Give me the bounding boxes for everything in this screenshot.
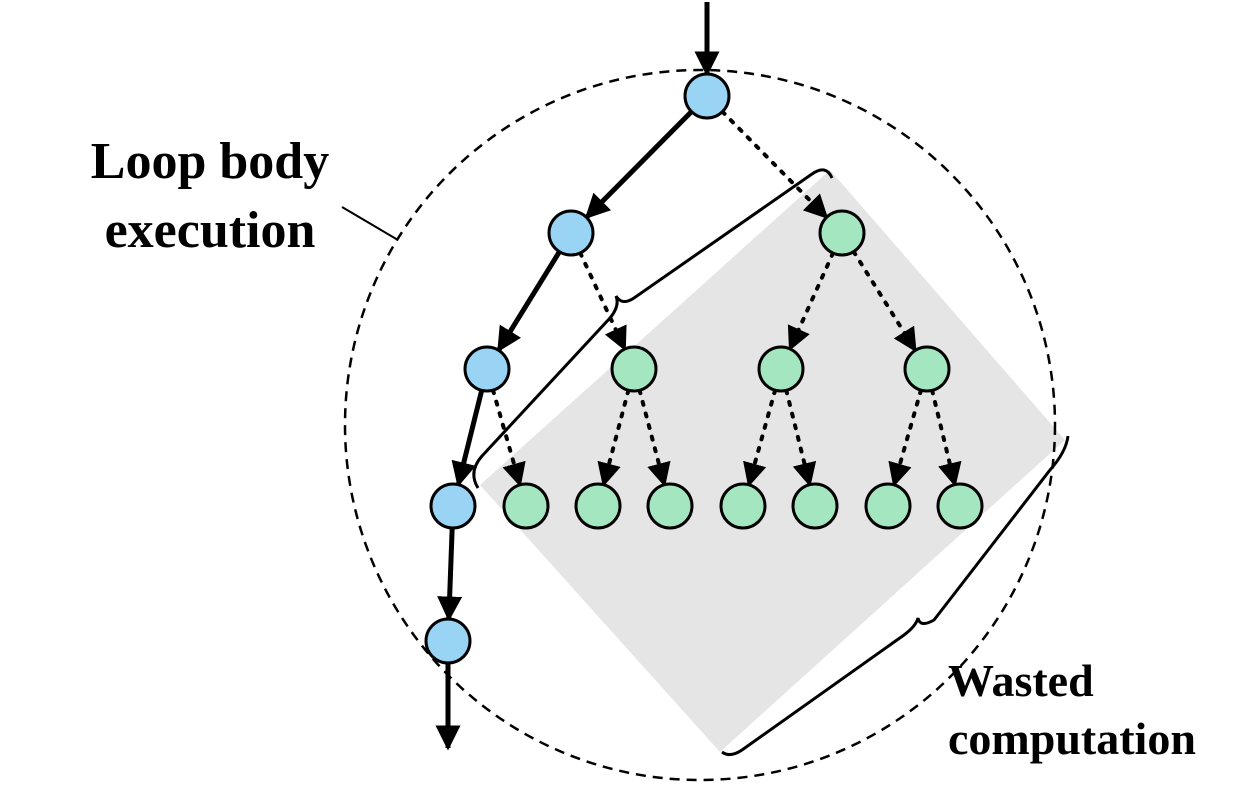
edge-n0-s1 bbox=[720, 109, 829, 220]
loop-label-leader bbox=[341, 206, 399, 241]
wasted-brace-upper bbox=[472, 168, 834, 489]
speculative-node-s6 bbox=[574, 482, 622, 530]
edge-s2-s7 bbox=[637, 388, 671, 488]
speculative-node-s10 bbox=[864, 482, 912, 530]
nodes-layer bbox=[424, 72, 984, 665]
wasted-label-line1: Wasted bbox=[948, 655, 1094, 706]
edge-s1-s4 bbox=[851, 249, 918, 353]
edge-n1-s2 bbox=[578, 250, 627, 352]
loop-label-line1: Loop body bbox=[91, 133, 329, 190]
edge-n2-s5 bbox=[491, 388, 526, 488]
speculative-node-s3 bbox=[757, 345, 805, 393]
edge-s3-s8 bbox=[743, 388, 778, 488]
edge-s4-s10 bbox=[888, 388, 923, 488]
edge-s3-s9 bbox=[784, 388, 817, 487]
executed-node-n2 bbox=[463, 345, 511, 393]
edge-n2-n3 bbox=[451, 389, 485, 488]
edge-n3-n4 bbox=[437, 527, 463, 622]
speculative-node-s1 bbox=[818, 209, 866, 257]
executed-node-n4 bbox=[424, 617, 472, 665]
wasted-region bbox=[480, 170, 1065, 752]
wasted-brace-lower bbox=[721, 435, 1070, 757]
edge-s4-s11 bbox=[930, 388, 962, 487]
speculative-node-s11 bbox=[936, 482, 984, 530]
edges-layer bbox=[435, 2, 962, 751]
speculative-node-s4 bbox=[903, 345, 951, 393]
executed-node-n3 bbox=[429, 482, 477, 530]
edge-n1-n2 bbox=[496, 250, 562, 353]
speculative-node-s9 bbox=[791, 482, 839, 530]
edge-s1-s3 bbox=[787, 251, 835, 352]
speculative-node-s8 bbox=[719, 482, 767, 530]
speculative-node-s7 bbox=[646, 482, 694, 530]
speculative-node-s2 bbox=[610, 345, 658, 393]
executed-node-n1 bbox=[547, 209, 595, 257]
wasted-label-line2: computation bbox=[948, 713, 1196, 764]
executed-node-n0 bbox=[683, 72, 731, 120]
loop-label-line2: execution bbox=[105, 202, 316, 259]
edge-n0-n1 bbox=[584, 109, 694, 220]
speculative-node-s5 bbox=[502, 482, 550, 530]
edge-s2-s6 bbox=[597, 388, 631, 488]
